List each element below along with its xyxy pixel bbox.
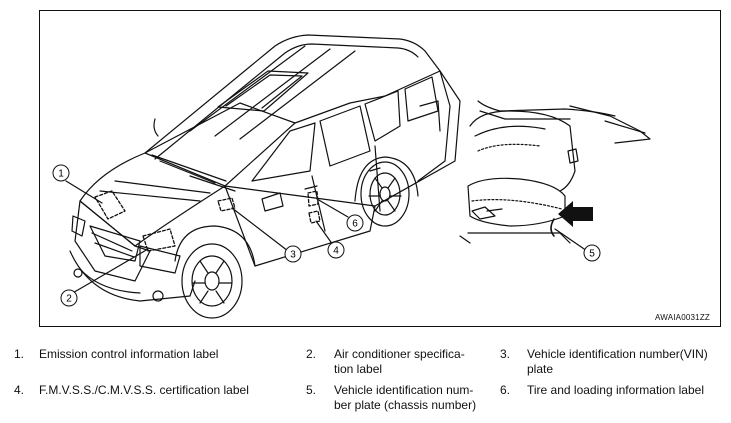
svg-text:4: 4: [333, 246, 339, 257]
label-location-diagram: 1 2 3 4 5 6 AWAIA0031ZZ: [39, 10, 721, 327]
rear-door-window: [319, 105, 371, 167]
side-mirror: [261, 192, 284, 212]
arrow-icon: [558, 201, 593, 227]
svg-text:3: 3: [290, 250, 296, 261]
front-wheel: [181, 243, 243, 319]
suv-sunroof: [217, 70, 309, 112]
callout-1: 1: [52, 164, 70, 182]
callout-6: 6: [346, 214, 364, 232]
callout-2: 2: [60, 289, 78, 307]
vehicle-illustration: 1 2 3 4 5 6: [52, 34, 651, 319]
label-box-6: [307, 190, 319, 207]
svg-text:1: 1: [58, 169, 64, 180]
figure-code: AWAIA0031ZZ: [655, 313, 710, 322]
label-box-4: [308, 210, 321, 224]
seat-inset: [459, 100, 651, 244]
front-door-window: [251, 122, 316, 182]
suv-windshield: [144, 102, 296, 187]
label-box-2: [142, 228, 176, 252]
svg-text:5: 5: [589, 249, 595, 260]
suv-grille: [74, 200, 151, 282]
label-box-3: [217, 197, 236, 212]
callout-5: 5: [583, 244, 601, 262]
callout-3: 3: [284, 245, 302, 263]
rear-wheel: [360, 161, 410, 227]
suv-roof: [144, 34, 441, 154]
callout-4: 4: [327, 241, 345, 259]
label-box-1: [94, 190, 126, 220]
suv-hood: [79, 152, 226, 247]
svg-text:6: 6: [352, 219, 358, 230]
svg-text:2: 2: [66, 294, 72, 305]
